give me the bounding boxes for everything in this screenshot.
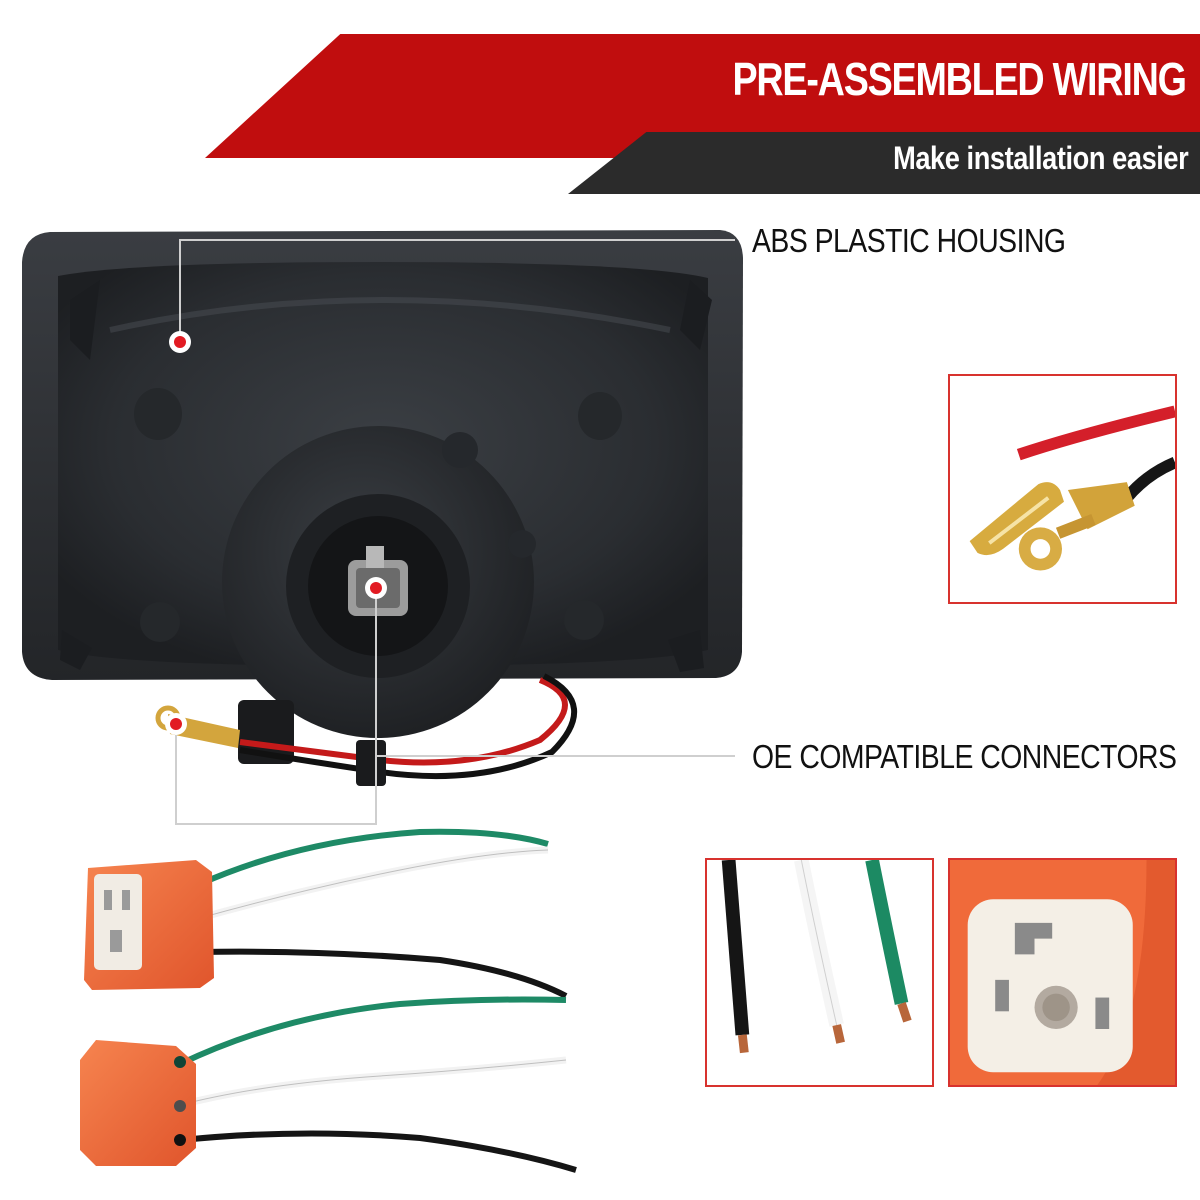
callout-dot-socket [365,577,387,599]
callout-dot-housing [169,331,191,353]
callout-lines [175,239,735,825]
wire-ends-image [721,860,912,1054]
banner-title: PRE-ASSEMBLED WIRING [732,53,1187,105]
headlight-housing [22,230,743,738]
header-banner-dark [568,132,1200,194]
inset-socket-closeup [948,858,1177,1087]
inset-terminal-closeup [948,374,1177,604]
h4-pigtail-bottom [80,996,577,1173]
h4-pigtail-top [84,828,568,999]
headlight-pigtail [155,673,578,786]
inset-wire-ends-closeup [705,858,934,1087]
callout-abs-housing: ABS PLASTIC HOUSING [752,222,1066,259]
callout-dot-ring-terminal [165,713,187,735]
callout-oe-connectors: OE COMPATIBLE CONNECTORS [752,738,1177,775]
socket-face-image [950,860,1175,1085]
terminal-closeup-image [969,405,1175,571]
banner-subtitle: Make installation easier [892,140,1189,176]
